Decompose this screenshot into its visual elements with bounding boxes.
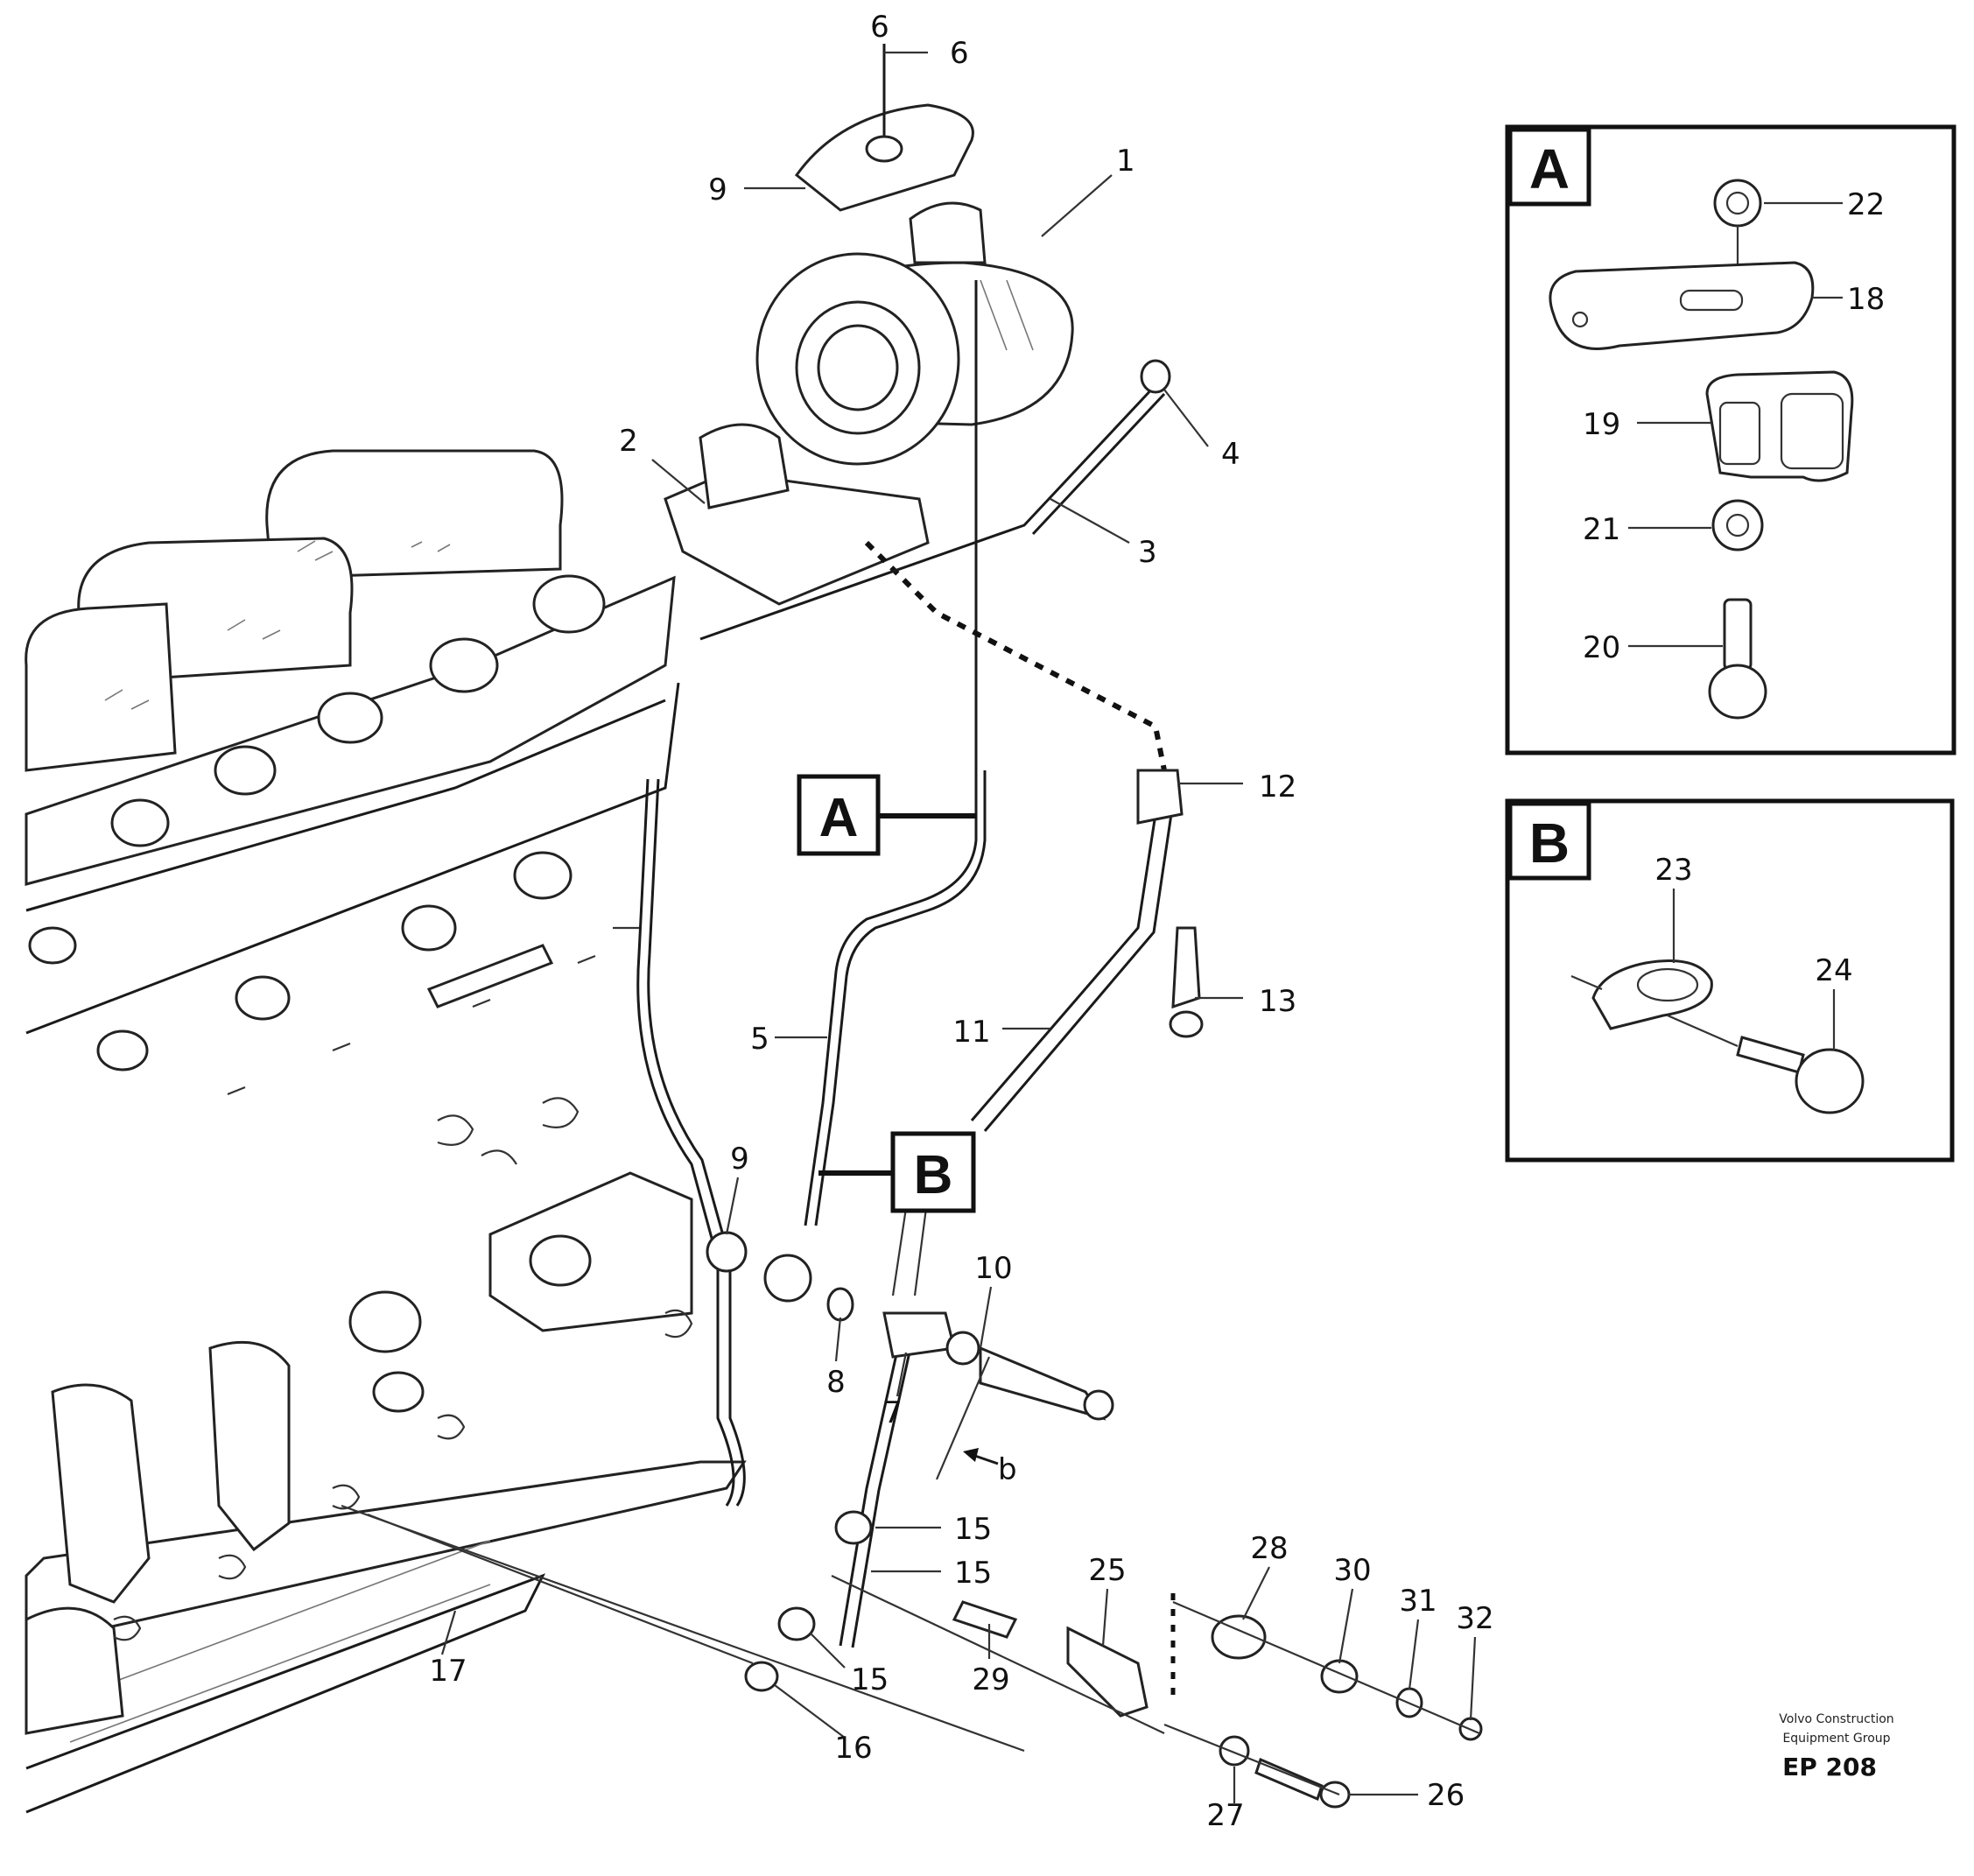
callout-8: 8 bbox=[826, 1365, 846, 1400]
detail-tag-a-main: A bbox=[797, 774, 976, 856]
callout-3: 3 bbox=[1138, 535, 1157, 570]
inset-b: B 23 24 bbox=[1505, 798, 1955, 1163]
callout-13: 13 bbox=[1259, 984, 1296, 1019]
callout-2: 2 bbox=[619, 424, 638, 459]
footer-line-1: Volvo Construction bbox=[1779, 1712, 1893, 1726]
footer: Volvo Construction Equipment Group EP 20… bbox=[1779, 1712, 1893, 1781]
inset-b-callout-24: 24 bbox=[1815, 953, 1852, 988]
callout-leaders bbox=[440, 51, 1477, 1803]
callout-15-b: 15 bbox=[954, 1556, 992, 1591]
inset-a-callout-22: 22 bbox=[1847, 187, 1885, 222]
turbocharger bbox=[664, 44, 1074, 606]
callout-16: 16 bbox=[834, 1731, 872, 1766]
fittings bbox=[341, 359, 1483, 1809]
callout-27: 27 bbox=[1206, 1798, 1244, 1833]
callout-31: 31 bbox=[1399, 1584, 1437, 1619]
inset-a: A 22 18 19 21 20 bbox=[1505, 124, 1956, 755]
callout-26: 26 bbox=[1427, 1778, 1465, 1813]
engine-cylinder-head bbox=[25, 449, 747, 1814]
svg-text:B: B bbox=[1529, 812, 1570, 875]
footer-line-2: Equipment Group bbox=[1782, 1732, 1890, 1746]
callout-10: 10 bbox=[974, 1251, 1012, 1286]
callout-30: 30 bbox=[1333, 1553, 1371, 1588]
svg-text:B: B bbox=[914, 1145, 953, 1205]
callout-28: 28 bbox=[1250, 1531, 1288, 1566]
callout-32: 32 bbox=[1456, 1601, 1493, 1636]
callout-9-top: 9 bbox=[708, 172, 727, 207]
inset-a-callout-19: 19 bbox=[1583, 407, 1620, 442]
footer-code: EP 208 bbox=[1782, 1753, 1877, 1781]
callout-6-top: 6 bbox=[870, 10, 889, 45]
callout-9: 9 bbox=[730, 1142, 749, 1177]
inset-b-callout-23: 23 bbox=[1654, 853, 1692, 888]
detail-tag-b-main: B bbox=[818, 1131, 976, 1213]
svg-text:b: b bbox=[998, 1452, 1017, 1487]
callout-25: 25 bbox=[1088, 1553, 1126, 1588]
callout-29: 29 bbox=[972, 1662, 1009, 1697]
svg-text:A: A bbox=[1529, 137, 1570, 200]
callout-6: 6 bbox=[950, 36, 969, 71]
svg-text:A: A bbox=[819, 788, 859, 848]
callout-7: 7 bbox=[883, 1395, 903, 1430]
inset-a-callout-21: 21 bbox=[1583, 512, 1620, 547]
callout-1: 1 bbox=[1116, 144, 1135, 179]
inset-a-callout-18: 18 bbox=[1847, 282, 1885, 317]
callout-15-c: 15 bbox=[851, 1662, 889, 1697]
callout-5: 5 bbox=[750, 1022, 769, 1057]
callout-17: 17 bbox=[429, 1654, 467, 1689]
callout-11: 11 bbox=[952, 1015, 990, 1050]
callout-12: 12 bbox=[1259, 769, 1296, 805]
arrow-b: b bbox=[963, 1448, 1017, 1487]
callout-numbers: 6 6 9 1 2 4 3 12 13 11 5 9 8 7 10 15 15 … bbox=[429, 10, 1493, 1833]
callout-15-a: 15 bbox=[954, 1512, 992, 1547]
inset-a-callout-20: 20 bbox=[1583, 630, 1620, 665]
callout-4: 4 bbox=[1221, 437, 1240, 472]
oil-pipes bbox=[636, 280, 1173, 1648]
